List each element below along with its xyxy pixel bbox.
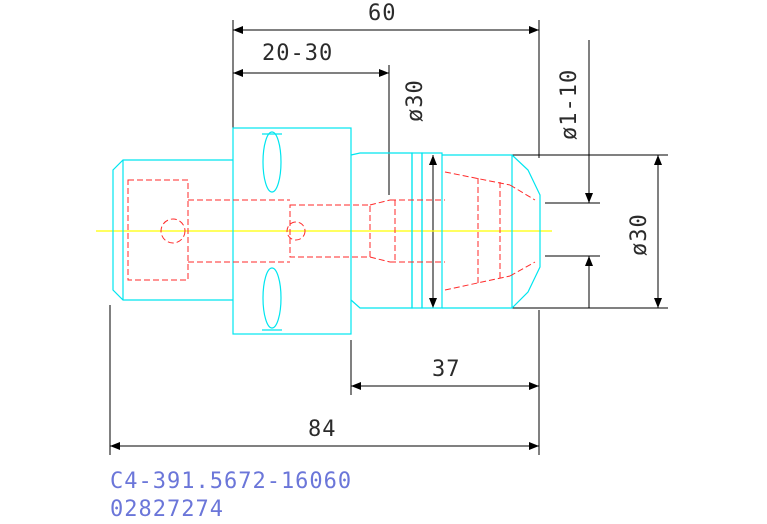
part-identification: C4-391.5672-16060 02827274 [110, 468, 352, 524]
dim-bore-range-label: ø1-10 [557, 69, 582, 140]
dim-84-label: 84 [308, 417, 337, 442]
extension-lines [109, 20, 668, 455]
dim-37-label: 37 [432, 357, 461, 382]
part-code: C4-391.5672-16060 [110, 469, 353, 494]
hidden-lines [127, 171, 536, 291]
part-number: 02827274 [110, 497, 224, 522]
dim-60-label: 60 [368, 1, 397, 26]
dim-nose-diameter-label: ø30 [627, 213, 652, 256]
dim-neck-diameter-label: ø30 [403, 79, 428, 122]
dim-20-30-label: 20-30 [262, 41, 333, 66]
tool-outline [112, 127, 541, 335]
